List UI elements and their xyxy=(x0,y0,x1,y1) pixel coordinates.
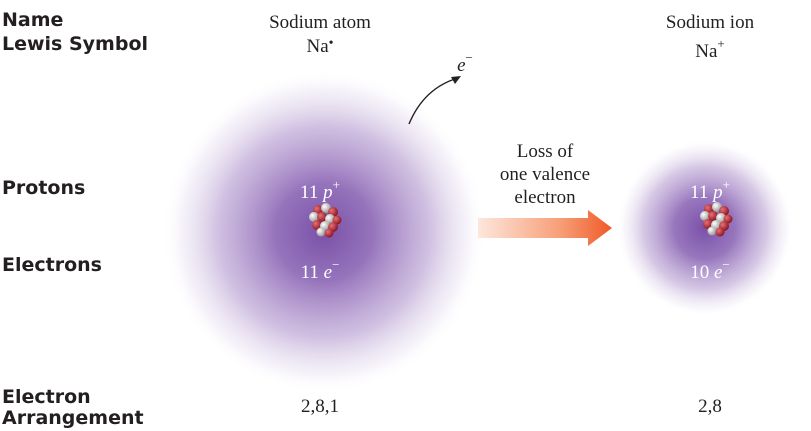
ion-protons-symbol: p xyxy=(713,182,723,203)
row-label-electron-arrangement-line1: Electron xyxy=(2,386,91,408)
ion-lewis-charge: + xyxy=(717,36,725,51)
row-label-lewis-symbol: Lewis Symbol xyxy=(2,33,149,55)
ion-protons-count: 11 xyxy=(690,182,709,203)
atom-electrons: 11 e− xyxy=(250,254,390,283)
sodium-ion-nucleus-icon xyxy=(700,202,733,237)
process-line-1: Loss of xyxy=(516,141,574,162)
row-label-protons: Protons xyxy=(2,177,86,199)
sodium-atom-nucleus-icon xyxy=(309,203,342,238)
process-line-2: one valence xyxy=(499,164,591,185)
ion-arrangement: 2,8 xyxy=(698,396,722,417)
row-label-electron-arrangement-line2: Arrangement xyxy=(2,407,144,429)
row-label-electrons: Electrons xyxy=(2,254,102,276)
atom-protons-charge: + xyxy=(332,177,340,192)
ejected-electron-label: e− xyxy=(440,47,490,76)
loss-arrow xyxy=(478,210,612,246)
ion-name: Sodium ion xyxy=(665,12,755,33)
process-line-3: electron xyxy=(514,187,576,208)
atom-electrons-symbol: e xyxy=(323,262,333,283)
ion-electrons-charge: − xyxy=(722,257,730,272)
ion-electrons-count: 10 xyxy=(690,262,710,283)
ejection-arrow-icon xyxy=(408,76,461,125)
ion-electrons-symbol: e xyxy=(713,262,723,283)
atom-protons-symbol: p xyxy=(323,182,333,203)
atom-lewis-symbol: Na• xyxy=(230,33,410,57)
ion-lewis-base: Na xyxy=(695,41,718,62)
row-label-name: Name xyxy=(2,9,64,31)
atom-electrons-count: 11 xyxy=(300,262,319,283)
atom-name: Sodium atom xyxy=(269,12,371,33)
ejected-electron-symbol: e xyxy=(457,55,466,76)
atom-arrangement: 2,8,1 xyxy=(301,396,339,417)
atom-electrons-charge: − xyxy=(332,257,340,272)
ion-lewis-symbol: Na+ xyxy=(630,33,790,62)
atom-lewis-dot: • xyxy=(328,36,334,51)
atom-lewis-base: Na xyxy=(306,36,329,57)
ion-electrons: 10 e− xyxy=(645,254,775,283)
atom-protons: 11 p+ xyxy=(250,174,390,203)
ion-protons: 11 p+ xyxy=(645,174,775,203)
ion-protons-charge: + xyxy=(722,177,730,192)
atom-protons-count: 11 xyxy=(300,182,319,203)
ejected-electron-charge: − xyxy=(465,50,473,65)
